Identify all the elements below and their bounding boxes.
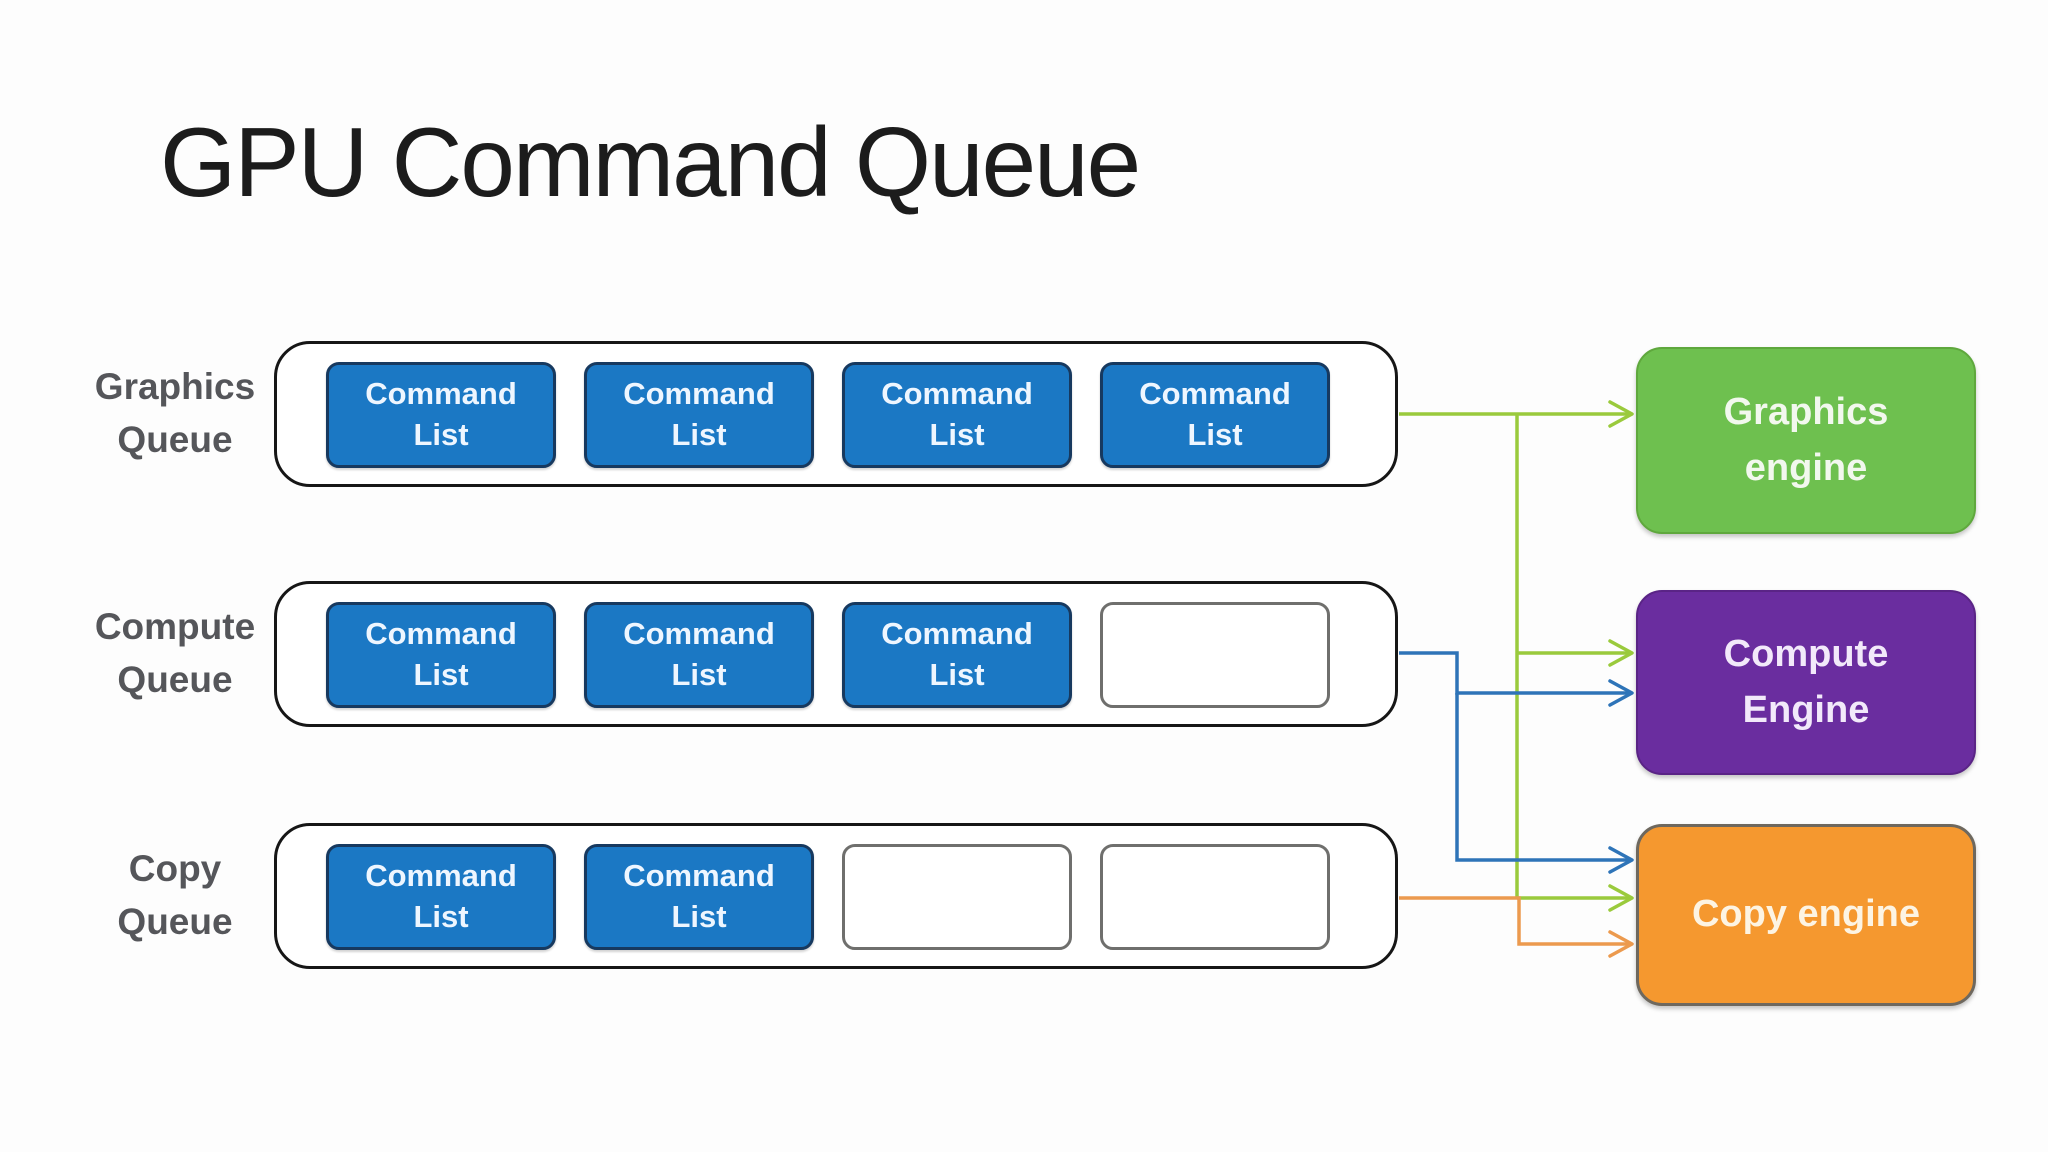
- arrowhead-icon: [1608, 930, 1634, 958]
- arrowhead-icon: [1608, 639, 1634, 667]
- empty-slot: [1100, 602, 1330, 708]
- engine-label-line: Compute: [1723, 633, 1889, 676]
- arrowhead-icon: [1608, 400, 1634, 428]
- command-list-label: Command: [623, 616, 775, 652]
- command-list-box: Command List: [584, 844, 814, 950]
- graphics-engine-box: Graphics engine: [1636, 347, 1976, 534]
- connector-graphics-queue: [1399, 400, 1634, 912]
- slot-row: Command List Command List Command List C…: [326, 362, 1330, 468]
- empty-slot: [842, 844, 1072, 950]
- command-list-label: Command: [623, 376, 775, 412]
- command-list-label: List: [671, 417, 727, 452]
- label-line: Graphics: [94, 366, 256, 408]
- command-list-label: List: [671, 899, 727, 934]
- command-list-label: List: [929, 657, 985, 692]
- label-line: Copy: [128, 848, 222, 890]
- slide-title: GPU Command Queue: [160, 107, 1141, 217]
- engine-label-line: Graphics: [1723, 391, 1889, 434]
- arrowhead-icon: [1608, 846, 1634, 874]
- compute-queue-container: Command List Command List Command List: [274, 581, 1398, 727]
- copy-queue-label: Copy Queue: [55, 823, 295, 969]
- engine-label-line: Copy engine: [1691, 893, 1921, 936]
- command-list-box: Command List: [842, 602, 1072, 708]
- engine-label-line: engine: [1744, 446, 1868, 489]
- command-list-label: Command: [365, 616, 517, 652]
- copy-queue-container: Command List Command List: [274, 823, 1398, 969]
- connector-line: [1399, 896, 1629, 946]
- command-list-box: Command List: [842, 362, 1072, 468]
- command-list-box: Command List: [1100, 362, 1330, 468]
- slot-row: Command List Command List Command List: [326, 602, 1330, 708]
- engine-label-line: Engine: [1742, 688, 1870, 731]
- graphics-queue-label: Graphics Queue: [55, 341, 295, 487]
- label-line: Queue: [117, 659, 233, 700]
- command-list-box: Command List: [326, 602, 556, 708]
- command-list-label: Command: [881, 376, 1033, 412]
- connector-copy-queue: [1399, 896, 1634, 958]
- arrowhead-icon: [1608, 679, 1634, 707]
- command-list-label: Command: [365, 858, 517, 894]
- label-line: Compute: [94, 606, 256, 648]
- compute-queue-label: Compute Queue: [55, 581, 295, 727]
- arrowhead-icon: [1608, 884, 1634, 912]
- command-list-box: Command List: [584, 362, 814, 468]
- command-list-label: List: [413, 657, 469, 692]
- connector-line: [1455, 693, 1629, 862]
- label-line: Queue: [117, 419, 233, 460]
- connector-line: [1399, 651, 1629, 695]
- command-list-label: List: [929, 417, 985, 452]
- command-list-label: Command: [881, 616, 1033, 652]
- command-list-label: Command: [365, 376, 517, 412]
- command-list-box: Command List: [584, 602, 814, 708]
- command-list-box: Command List: [326, 844, 556, 950]
- slot-row: Command List Command List: [326, 844, 1330, 950]
- graphics-queue-container: Command List Command List Command List C…: [274, 341, 1398, 487]
- command-list-label: List: [413, 899, 469, 934]
- command-list-box: Command List: [326, 362, 556, 468]
- empty-slot: [1100, 844, 1330, 950]
- compute-engine-box: Compute Engine: [1636, 590, 1976, 775]
- command-list-label: List: [1187, 417, 1243, 452]
- label-line: Queue: [117, 901, 233, 942]
- command-list-label: List: [671, 657, 727, 692]
- connector-compute-queue: [1399, 651, 1634, 874]
- command-list-label: Command: [1139, 376, 1291, 412]
- copy-engine-box: Copy engine: [1636, 824, 1976, 1006]
- command-list-label: List: [413, 417, 469, 452]
- command-list-label: Command: [623, 858, 775, 894]
